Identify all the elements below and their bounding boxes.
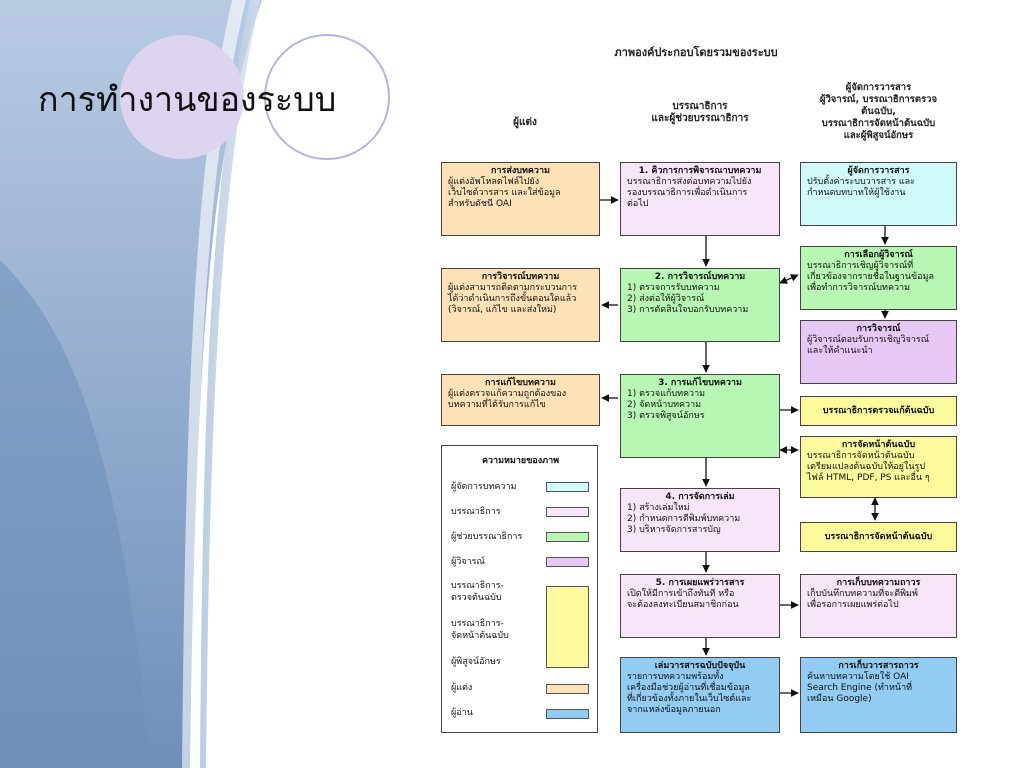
box-queue: 1. คิวการการพิจารณาบทความ บรรณาธิการส่งต… xyxy=(620,162,780,236)
box-layout: การจัดหน้าต้นฉบับ บรรณาธิการจัดหน้าต้นฉบ… xyxy=(800,436,957,498)
box-title: 4. การจัดการเล่ม xyxy=(665,492,735,502)
legend-label: ผู้ช่วยบรรณาธิการ xyxy=(451,532,523,542)
column-heading-manager: ผู้จัดการวารสาร ผู้วิจารณ์, บรรณาธิการตร… xyxy=(819,82,938,141)
box-editing: 3. การแก้ไขบทความ 1) ตรวจแก้บทความ 2) จั… xyxy=(620,374,780,458)
legend-swatch xyxy=(546,709,589,719)
legend-label: ผู้วิจารณ์ xyxy=(451,557,485,567)
box-title: การจัดหน้าต้นฉบับ xyxy=(841,440,916,450)
box-body: เปิดให้มีการเข้าถึงทันที หรือ จะต้องลงทะ… xyxy=(627,589,739,610)
legend-label: บรรณาธิการ- จัดหน้าต้นฉบับ xyxy=(451,619,509,641)
box-submit-article: การส่งบทความ ผู้แต่งอัพโหลดไฟล์ไปยัง เว็… xyxy=(441,162,600,236)
box-body: 1) ตรวจการรับบทความ 2) ส่งต่อให้ผู้วิจาร… xyxy=(627,283,749,315)
box-body: บรรณาธิการจัดหน้าต้นฉบับ เตรียมแปลงต้นฉบ… xyxy=(807,451,930,483)
box-title: 1. คิวการการพิจารณาบทความ xyxy=(638,166,762,176)
legend-swatch xyxy=(546,557,589,567)
box-publish: 5. การเผยแพร่วารสาร เปิดให้มีการเข้าถึงท… xyxy=(620,574,780,638)
legend-title: ความหมายของภาพ xyxy=(481,456,560,466)
box-title: การส่งบทความ xyxy=(491,166,550,176)
box-title: 5. การเผยแพร่วารสาร xyxy=(655,578,745,588)
box-journal-manager: ผู้จัดการวารสาร ปรับตั้งค่าระบบวารสาร แล… xyxy=(800,162,957,226)
box-body: ปรับตั้งค่าระบบวารสาร และ กำหนดบทบาทให้ผ… xyxy=(807,177,915,198)
box-layout-editor: บรรณาธิการจัดหน้าต้นฉบับ xyxy=(800,522,957,552)
legend-label: ผู้แต่ง xyxy=(451,683,473,693)
box-author-edit: การแก้ไขบทความ ผู้แต่งตรวจแก้ความถูกต้อง… xyxy=(441,374,600,426)
box-body: ผู้แต่งสามารถติดตามกระบวนการ ได้ว่าดำเนิ… xyxy=(448,283,578,315)
diagram-title: ภาพองค์ประกอบโดยรวมของระบบ xyxy=(614,46,778,59)
box-title: การวิจารณ์บทความ xyxy=(481,272,560,282)
box-issue-management: 4. การจัดการเล่ม 1) สร้างเล่มใหม่ 2) กำห… xyxy=(620,488,780,552)
box-body: ผู้แต่งตรวจแก้ความถูกต้องของ บทความที่ได… xyxy=(448,389,567,410)
box-archive-article: การเก็บบทความถาวร เก็บบันทึกบทความที่จะต… xyxy=(800,574,957,638)
box-title: การเก็บวารสารถาวร xyxy=(838,661,919,671)
legend-swatch xyxy=(546,532,589,542)
box-label: บรรณาธิการตรวจแก้ต้นฉบับ xyxy=(822,405,935,416)
box-body: เก็บบันทึกบทความที่จะตีพิมพ์ เพื่อรอการเ… xyxy=(807,589,918,610)
column-heading-editor: บรรณาธิการ และผู้ช่วยบรรณาธิการ xyxy=(651,101,749,124)
legend-swatch xyxy=(546,507,589,517)
box-archive-journal: การเก็บวารสารถาวร ค้นหาบทความโดยใช้ OAI … xyxy=(800,657,957,733)
box-label: บรรณาธิการจัดหน้าต้นฉบับ xyxy=(824,531,933,542)
box-reviewing: การวิจารณ์ ผู้วิจารณ์ตอบรับการเชิญวิจารณ… xyxy=(800,320,957,384)
box-body: ค้นหาบทความโดยใช้ OAI Search Engine (ทำห… xyxy=(807,672,913,704)
box-body: 1) สร้างเล่มใหม่ 2) กำหนดการตีพิมพ์บทควา… xyxy=(627,503,741,535)
box-current-issue: เล่มวารสารฉบับปัจจุบัน รายการบทความพร้อม… xyxy=(620,657,780,733)
box-title: การเก็บบทความถาวร xyxy=(836,578,921,588)
box-title: เล่มวารสารฉบับปัจจุบัน xyxy=(654,661,746,671)
legend-label: บรรณาธิการ- ตรวจต้นฉบับ xyxy=(451,581,504,603)
box-body: ผู้วิจารณ์ตอบรับการเชิญวิจารณ์ และให้คำแ… xyxy=(807,335,930,356)
legend-label: ผู้อ่าน xyxy=(451,708,473,718)
legend-swatch xyxy=(546,684,589,694)
box-review: 2. การวิจารณ์บทความ 1) ตรวจการรับบทความ … xyxy=(620,268,780,342)
legend-label: ผู้พิสูจน์อักษร xyxy=(451,657,501,667)
box-title: 2. การวิจารณ์บทความ xyxy=(654,272,746,282)
box-copyeditor: บรรณาธิการตรวจแก้ต้นฉบับ xyxy=(800,396,957,426)
column-heading-author: ผู้แต่ง xyxy=(513,117,537,128)
box-body: ผู้แต่งอัพโหลดไฟล์ไปยัง เว็บไซต์วารสาร แ… xyxy=(448,177,561,209)
box-author-review: การวิจารณ์บทความ ผู้แต่งสามารถติดตามกระบ… xyxy=(441,268,600,342)
box-title: การเลือกผู้วิจารณ์ xyxy=(844,250,913,260)
box-title: ผู้จัดการวารสาร xyxy=(847,166,910,176)
box-title: การวิจารณ์ xyxy=(856,324,901,334)
box-title: การแก้ไขบทความ xyxy=(485,378,556,388)
box-title: 3. การแก้ไขบทความ xyxy=(658,378,742,388)
slide-title: การทำงานของระบบ xyxy=(38,80,337,120)
legend: ความหมายของภาพ ผู้จัดการบทความ บรรณาธิกา… xyxy=(441,445,598,733)
box-select-reviewer: การเลือกผู้วิจารณ์ บรรณาธิการเชิญผู้วิจา… xyxy=(800,246,957,310)
legend-swatch xyxy=(546,482,589,492)
box-body: บรรณาธิการส่งต่อบทความไปยัง รองบรรณาธิกา… xyxy=(627,177,752,209)
legend-swatch xyxy=(546,586,589,668)
box-body: รายการบทความพร้อมทั้ง เครื่องมือช่วยผู้อ… xyxy=(627,672,752,715)
legend-label: บรรณาธิการ xyxy=(451,507,501,517)
box-body: บรรณาธิการเชิญผู้วิจารณ์ที่ เกี่ยวข้องจา… xyxy=(807,261,934,293)
box-body: 1) ตรวจแก้บทความ 2) จัดหน้าบทความ 3) ตรว… xyxy=(627,389,706,421)
legend-label: ผู้จัดการบทความ xyxy=(451,482,517,492)
